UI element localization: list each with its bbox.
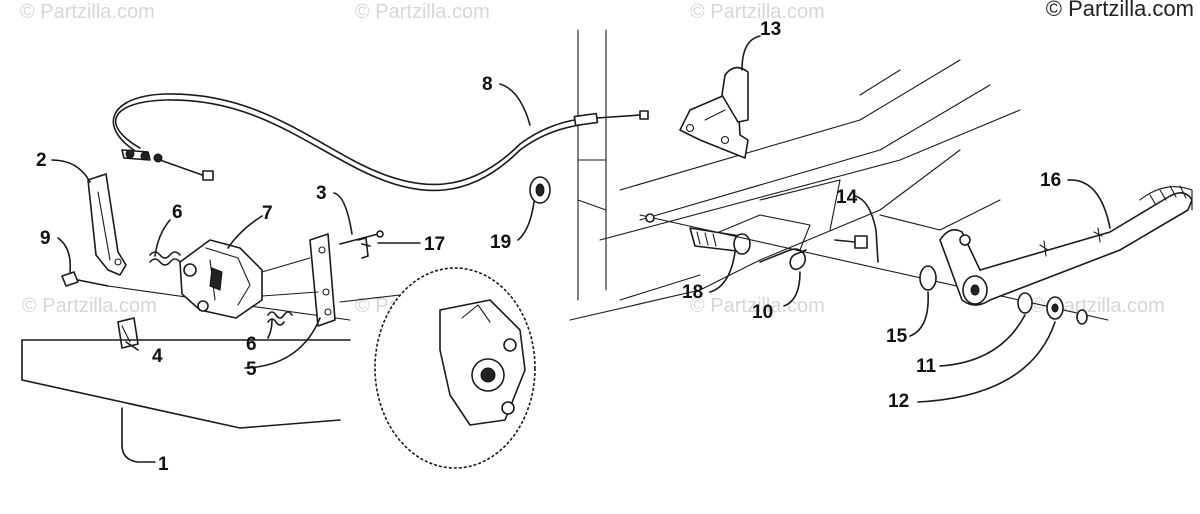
callout-1: 1 (158, 454, 169, 475)
callout-6a: 6 (172, 202, 183, 223)
callout-12: 12 (888, 391, 909, 412)
part-1-outline (21, 339, 351, 429)
callout-18: 18 (682, 282, 703, 303)
brake-disc (374, 267, 536, 469)
callout-numbers: 1 2 3 4 5 6 6 7 8 9 10 11 12 13 14 15 16… (36, 19, 1061, 475)
callout-13: 13 (760, 19, 781, 40)
callout-10: 10 (752, 302, 773, 323)
callout-14: 14 (836, 187, 858, 208)
part-17-clip (357, 237, 371, 259)
copyright-notice: © Partzilla.com (1045, 0, 1194, 21)
callout-19: 19 (490, 232, 511, 253)
part-11-12-washers (1017, 292, 1088, 325)
assembly-lines (261, 257, 401, 303)
part-15-washer (919, 265, 937, 291)
watermark-2: © Partzilla.com (355, 1, 490, 23)
callout-4: 4 (152, 346, 163, 367)
part-2-lever (87, 173, 127, 276)
callout-3: 3 (316, 183, 327, 204)
watermark-3: © Partzilla.com (690, 1, 825, 23)
callout-6b: 6 (246, 334, 257, 355)
part-19-grommet (529, 176, 551, 204)
brake-cable (112, 93, 649, 192)
callout-15: 15 (886, 326, 908, 347)
callout-16: 16 (1040, 170, 1061, 191)
leader-lines (51, 35, 1111, 463)
watermark-7: © Partzilla.com (1030, 295, 1165, 317)
part-10-spring (759, 248, 807, 271)
callout-2: 2 (36, 150, 47, 171)
callout-5: 5 (246, 359, 257, 380)
frame-structure (569, 29, 1021, 321)
part-14-bolt (834, 235, 868, 249)
callout-8: 8 (482, 74, 493, 95)
part-5-plate (309, 233, 336, 327)
watermark-1: © Partzilla.com (20, 1, 155, 23)
callout-7: 7 (262, 203, 273, 224)
watermark-4: © Partzilla.com (22, 295, 157, 317)
callout-17: 17 (424, 234, 445, 255)
callout-11: 11 (916, 356, 937, 377)
part-3-pin (339, 230, 384, 245)
part-16-pedal (939, 185, 1193, 306)
part-7-caliper (179, 239, 263, 319)
callout-9: 9 (40, 228, 51, 249)
pedal-bracket (679, 66, 749, 159)
